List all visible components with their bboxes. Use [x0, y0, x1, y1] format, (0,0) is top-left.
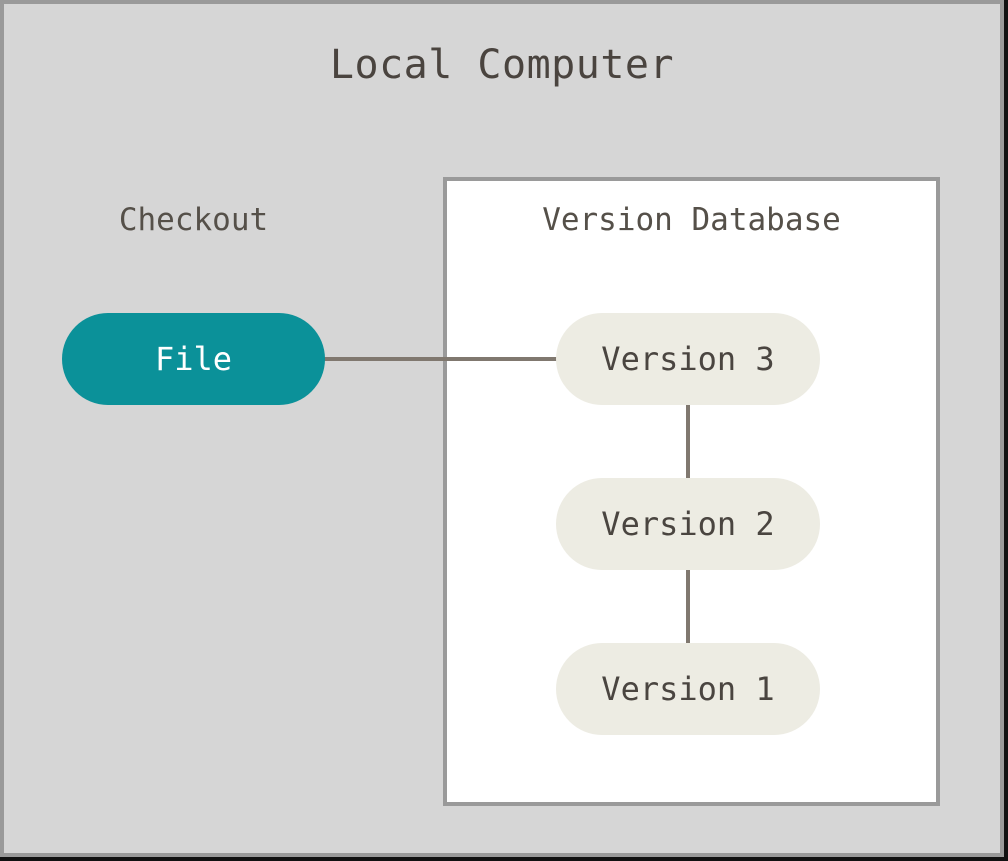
version-database-label: Version Database [542, 202, 841, 238]
checkout-section-label: Checkout [118, 202, 269, 238]
node-version-1[interactable]: Version 1 [556, 643, 820, 735]
connector-version-3-to-version-2 [686, 402, 690, 482]
node-version-3[interactable]: Version 3 [556, 313, 820, 405]
connector-version-2-to-version-1 [686, 567, 690, 647]
page-title: Local Computer [329, 42, 675, 88]
node-version-2[interactable]: Version 2 [556, 478, 820, 570]
node-file[interactable]: File [62, 313, 325, 405]
connector-file-to-version-3 [322, 357, 560, 361]
